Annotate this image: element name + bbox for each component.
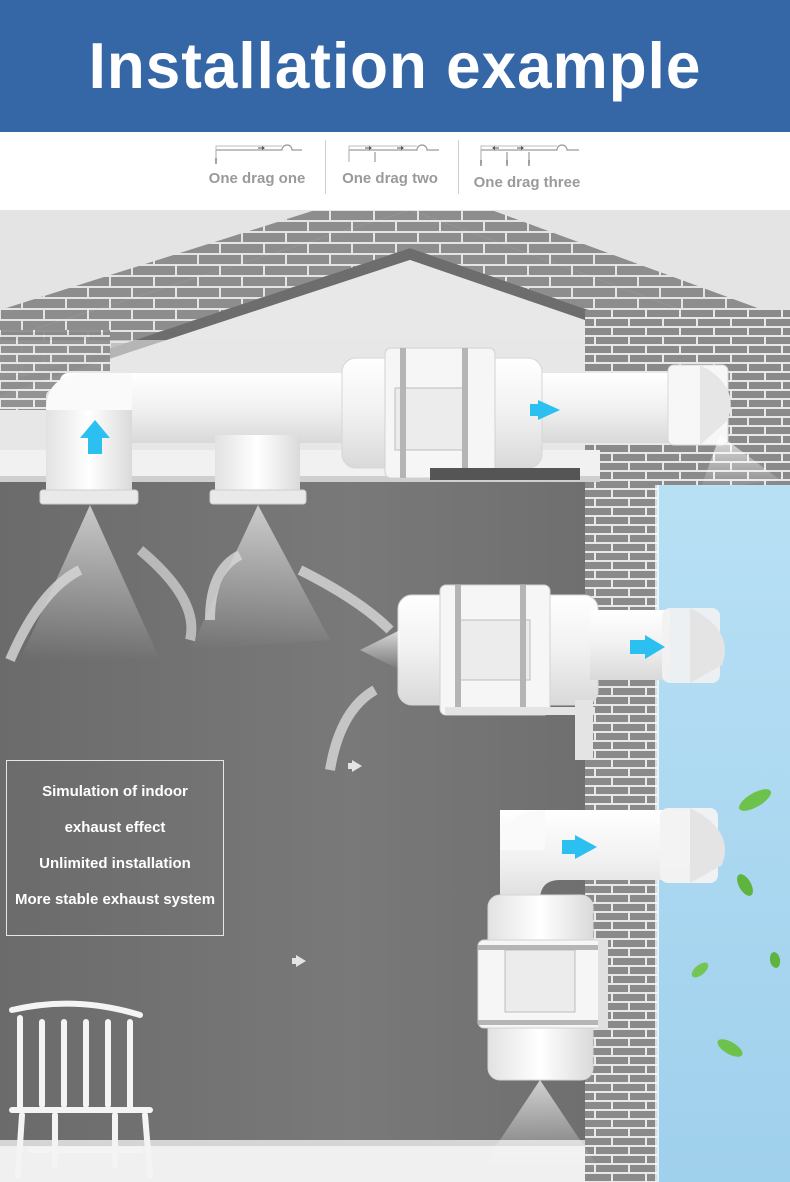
airflow-up-arrow (80, 420, 110, 454)
header-banner: Installation example (0, 0, 790, 132)
page-title: Installation example (88, 29, 702, 103)
info-line: Simulation of indoor (42, 783, 188, 800)
leaves-decoration (691, 789, 781, 1057)
info-line: exhaust effect (64, 819, 166, 836)
house-scene-illustration (0, 210, 790, 1182)
mode-one-drag-two: One drag two (325, 140, 455, 206)
mode-divider (458, 140, 459, 194)
connection-modes (0, 132, 790, 210)
one-drag-two-diagram-icon (348, 144, 439, 162)
one-drag-three-diagram-icon (480, 144, 579, 166)
info-line: Unlimited installation (39, 855, 191, 872)
mode-one-drag-three: One drag three (462, 140, 592, 206)
feature-info-box: Simulation of indoor exhaust effect Unli… (6, 760, 224, 936)
mode-label: One drag three (473, 174, 581, 191)
mode-one-drag-one: One drag one (192, 140, 322, 206)
one-drag-one-diagram-icon (215, 144, 302, 164)
mode-divider (325, 140, 326, 194)
chair-illustration (9, 1000, 153, 1178)
info-line: More stable exhaust system (14, 891, 216, 908)
mode-label: One drag one (208, 170, 306, 187)
mode-label: One drag two (342, 170, 438, 187)
